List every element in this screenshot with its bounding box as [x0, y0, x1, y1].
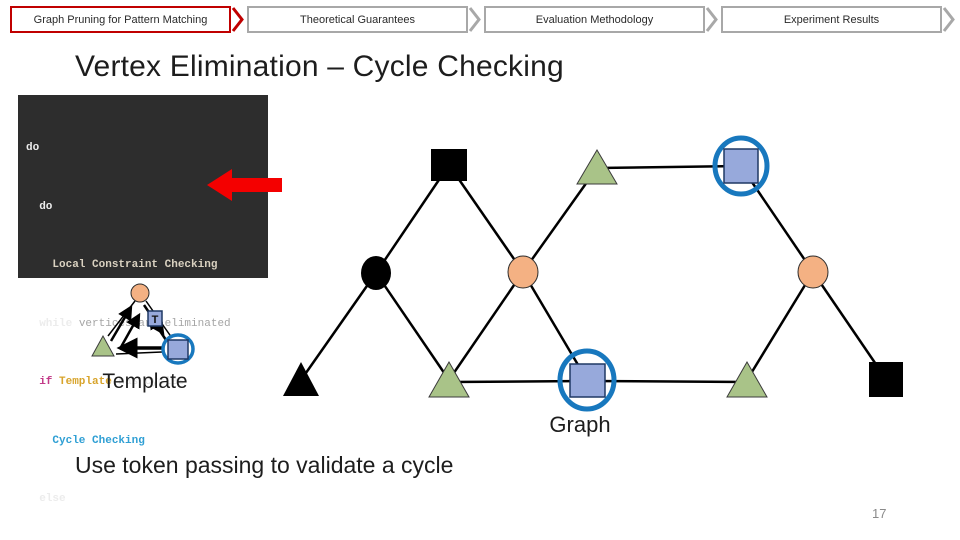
- tab-chevron-icon: [705, 7, 718, 32]
- tab-experiment-results[interactable]: Experiment Results: [721, 6, 956, 33]
- code-line: do: [26, 200, 53, 213]
- node-green-triangle-bottom-right: [726, 360, 768, 398]
- template-node-green-triangle: [91, 334, 115, 357]
- code-line: do: [26, 142, 40, 154]
- tab-chevron-icon: [231, 7, 244, 32]
- template-node-peach-circle: [130, 283, 150, 303]
- highlight-ring: [161, 333, 195, 365]
- tab-theoretical-guarantees[interactable]: Theoretical Guarantees: [247, 6, 482, 33]
- tab-graph-pruning[interactable]: Graph Pruning for Pattern Matching: [10, 6, 245, 33]
- highlight-ring-bottom: [557, 348, 617, 412]
- highlight-ring-top: [712, 135, 770, 197]
- template-node-blue-square: [167, 339, 189, 360]
- template-edge: [115, 351, 163, 355]
- node-black-circle: [361, 256, 391, 290]
- node-blue-square-bottom: [569, 363, 606, 398]
- node-green-triangle-top: [576, 149, 618, 185]
- node-peach-circle-right: [797, 255, 829, 289]
- code-line-if-template: if Template has cycles: [26, 376, 185, 388]
- tab-label[interactable]: Theoretical Guarantees: [247, 6, 468, 33]
- template-figure: T: [91, 283, 195, 365]
- tab-evaluation-methodology[interactable]: Evaluation Methodology: [484, 6, 719, 33]
- tab-label[interactable]: Evaluation Methodology: [484, 6, 705, 33]
- node-blue-square-top: [723, 148, 759, 184]
- node-green-triangle-bottom: [428, 360, 470, 398]
- section-tab-bar: Graph Pruning for Pattern Matching Theor…: [10, 6, 958, 33]
- tab-label[interactable]: Experiment Results: [721, 6, 942, 33]
- graph-figure: [283, 135, 903, 412]
- takeaway-text: Use token passing to validate a cycle: [75, 452, 454, 478]
- page-number: 17: [872, 506, 887, 521]
- page-title: Vertex Elimination – Cycle Checking: [75, 50, 564, 83]
- node-peach-circle-mid: [507, 255, 539, 289]
- token-letter: T: [152, 314, 159, 326]
- node-black-triangle-bottom-left: [283, 362, 319, 396]
- code-line: else: [26, 493, 66, 505]
- graph-label: Graph: [549, 412, 611, 437]
- code-line: Local Constraint Checking: [26, 259, 218, 271]
- tab-chevron-icon: [942, 7, 955, 32]
- template-label: Template: [102, 370, 188, 393]
- red-callout-arrow-icon: [207, 169, 282, 201]
- token-arrow-up: [109, 304, 133, 342]
- token-square: [147, 310, 163, 327]
- node-black-square-bottom-right: [869, 362, 903, 397]
- code-line-cycle-checking: Cycle Checking: [26, 434, 145, 447]
- tab-chevron-icon: [468, 7, 481, 32]
- tab-label[interactable]: Graph Pruning for Pattern Matching: [10, 6, 231, 33]
- node-black-square-top: [431, 149, 467, 181]
